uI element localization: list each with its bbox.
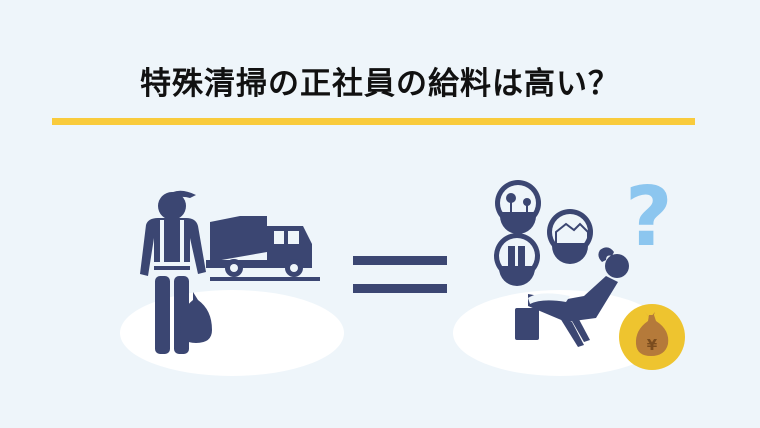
equals-icon — [353, 256, 447, 293]
title-underline — [52, 118, 695, 125]
page-title: 特殊清掃の正社員の給料は高い？ — [140, 66, 620, 102]
left-ground — [120, 290, 344, 376]
yen-symbol: ¥ — [647, 336, 658, 354]
right-ground — [453, 290, 667, 376]
question-mark-icon: ? — [625, 170, 673, 265]
trees-circle-icon — [495, 180, 541, 234]
houses-circle-icon — [547, 209, 593, 264]
garbage-truck-icon — [206, 216, 320, 281]
relaxing-person-icon — [515, 247, 629, 347]
buildings-circle-icon — [494, 233, 540, 286]
money-bag-coin-icon: ¥ — [619, 304, 685, 370]
worker-icon — [140, 190, 212, 354]
